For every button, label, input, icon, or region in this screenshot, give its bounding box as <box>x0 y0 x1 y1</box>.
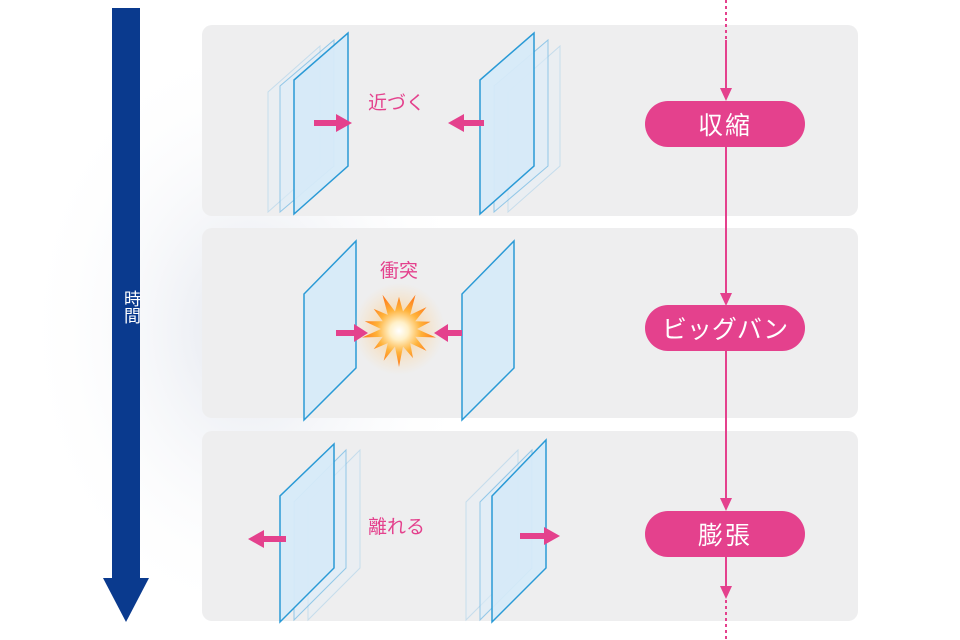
time-axis-label: 時間 <box>120 290 140 324</box>
arrow-left <box>448 114 484 132</box>
collision-burst-icon <box>353 283 445 375</box>
stage-annotation-separation: 離れる <box>368 516 426 538</box>
phase-pill-big-bang: ビッグバン <box>645 305 805 351</box>
plane-left <box>303 239 357 422</box>
time-arrow <box>103 8 149 622</box>
arrow-left <box>248 530 286 548</box>
phase-pill-contraction: 収縮 <box>645 101 805 147</box>
timeline-arrowhead <box>720 498 732 511</box>
plane-left-stack <box>279 442 361 624</box>
phase-pill-expansion: 膨張 <box>645 511 805 557</box>
plane-right-stack <box>479 31 561 216</box>
timeline-arrowhead <box>720 88 732 101</box>
arrow-right <box>520 527 560 545</box>
stage-annotation-approach: 近づく <box>368 92 426 114</box>
stage-annotation-collision: 衝突 <box>380 260 419 282</box>
plane-right-stack <box>465 438 547 624</box>
arrow-right <box>314 114 352 132</box>
timeline-arrowhead <box>720 293 732 306</box>
timeline-arrowhead <box>720 586 732 599</box>
arrow-right <box>336 324 368 342</box>
plane-right <box>461 239 515 422</box>
arrow-left <box>434 324 462 342</box>
